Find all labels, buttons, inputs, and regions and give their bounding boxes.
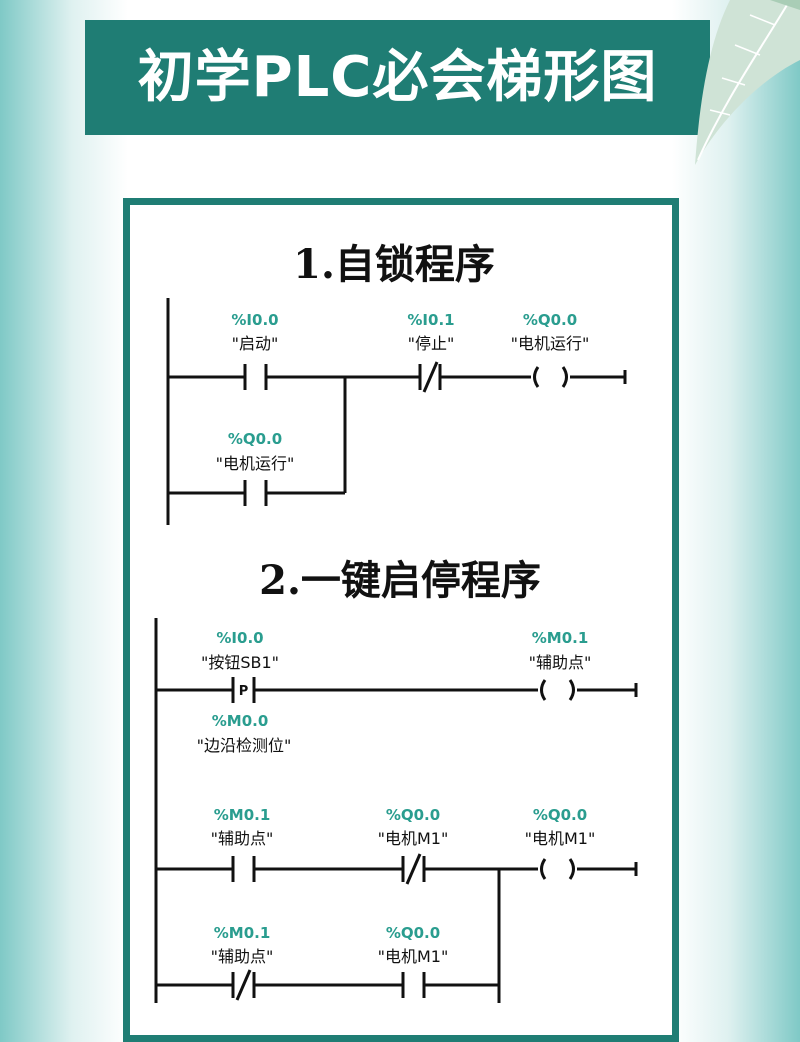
hold-address: %Q0.0 <box>228 430 282 448</box>
coil-label: "电机运行" <box>511 334 590 353</box>
sb1-label: "按钮SB1" <box>201 653 279 672</box>
sb1-address: %I0.0 <box>216 629 263 647</box>
aux-nc-label: "辅助点" <box>211 947 274 966</box>
diagram-card <box>123 198 679 1042</box>
aux-coil <box>540 679 575 701</box>
start-contact <box>243 364 268 390</box>
motor-coil-address: %Q0.0 <box>533 806 587 824</box>
hold-label: "电机运行" <box>216 454 295 473</box>
motor-no-label: "电机M1" <box>378 947 449 966</box>
title-banner: 初学PLC必会梯形图 <box>85 20 710 135</box>
aux-coil-label: "辅助点" <box>529 653 592 672</box>
motor-coil-2 <box>540 858 575 880</box>
start-address: %I0.0 <box>231 311 278 329</box>
aux-nc-address: %M0.1 <box>214 924 271 942</box>
hold-contact <box>243 480 268 506</box>
motor-contact-no <box>401 972 426 998</box>
section2-title: 2.一键启停程序 <box>259 557 541 604</box>
section1-title: 1.自锁程序 <box>293 241 495 288</box>
self-lock-rung: %I0.0 "启动" %I0.1 "停止" %Q0.0 "电机运行" %Q0.0… <box>166 298 627 525</box>
start-label: "启动" <box>232 334 279 353</box>
stop-contact <box>418 361 442 393</box>
motor-coil <box>533 366 568 388</box>
one-button-rungs: P %I0.0 "按钮SB1" %M0.0 "边沿检测位" %M0.1 "辅助点… <box>154 618 638 1003</box>
aux-contact-no <box>231 856 256 882</box>
leaf-icon <box>695 0 800 165</box>
motor-contact-nc <box>401 853 426 885</box>
coil-address: %Q0.0 <box>523 311 577 329</box>
aux-no-label: "辅助点" <box>211 829 274 848</box>
motor-nc-label: "电机M1" <box>378 829 449 848</box>
motor-coil-label: "电机M1" <box>525 829 596 848</box>
ladder-diagram: %I0.0 "启动" %I0.1 "停止" %Q0.0 "电机运行" %Q0.0… <box>154 298 638 1003</box>
edge-label: "边沿检测位" <box>197 736 292 755</box>
motor-nc-address: %Q0.0 <box>386 806 440 824</box>
motor-no-address: %Q0.0 <box>386 924 440 942</box>
stop-label: "停止" <box>408 334 455 353</box>
page-title: 初学PLC必会梯形图 <box>137 45 658 110</box>
aux-coil-address: %M0.1 <box>532 629 589 647</box>
aux-contact-nc <box>231 969 256 1001</box>
edge-address: %M0.0 <box>212 712 269 730</box>
pulse-contact: P <box>231 677 256 703</box>
pulse-type: P <box>239 684 249 699</box>
aux-no-address: %M0.1 <box>214 806 271 824</box>
stop-address: %I0.1 <box>407 311 454 329</box>
